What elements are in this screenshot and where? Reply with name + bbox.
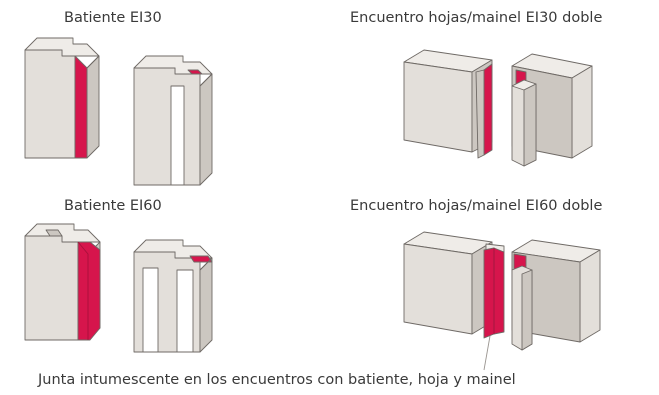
intumescent-strip xyxy=(77,241,101,341)
leader-line xyxy=(483,335,491,371)
white-band xyxy=(176,269,194,353)
intumescent-strip xyxy=(187,69,203,75)
profile-ei30-leaf xyxy=(133,55,213,186)
title-batiente-ei30: Batiente EI30 xyxy=(64,10,162,26)
caption-intumescent-joint: Junta intumescente en los encuentros con… xyxy=(38,372,516,388)
profile-ei60-leaf xyxy=(133,239,213,353)
leaf-ei60-right xyxy=(511,239,601,351)
intumescent-strip xyxy=(189,255,213,263)
intumescent-strip xyxy=(493,247,505,335)
leaf-ei30-left xyxy=(403,49,493,159)
title-encuentro-ei60: Encuentro hojas/mainel EI60 doble xyxy=(350,198,603,214)
intumescent-strip xyxy=(483,247,495,339)
white-band xyxy=(142,267,159,353)
intumescent-strip xyxy=(483,63,493,156)
leaf-ei30-right xyxy=(511,53,593,167)
leaf-ei60-left xyxy=(403,231,505,339)
title-encuentro-ei30: Encuentro hojas/mainel EI30 doble xyxy=(350,10,603,26)
title-batiente-ei60: Batiente EI60 xyxy=(64,198,162,214)
intumescent-strip xyxy=(74,55,88,159)
profile-ei30-frame xyxy=(24,37,100,159)
profile-ei60-frame xyxy=(24,223,101,341)
white-band xyxy=(170,85,185,186)
